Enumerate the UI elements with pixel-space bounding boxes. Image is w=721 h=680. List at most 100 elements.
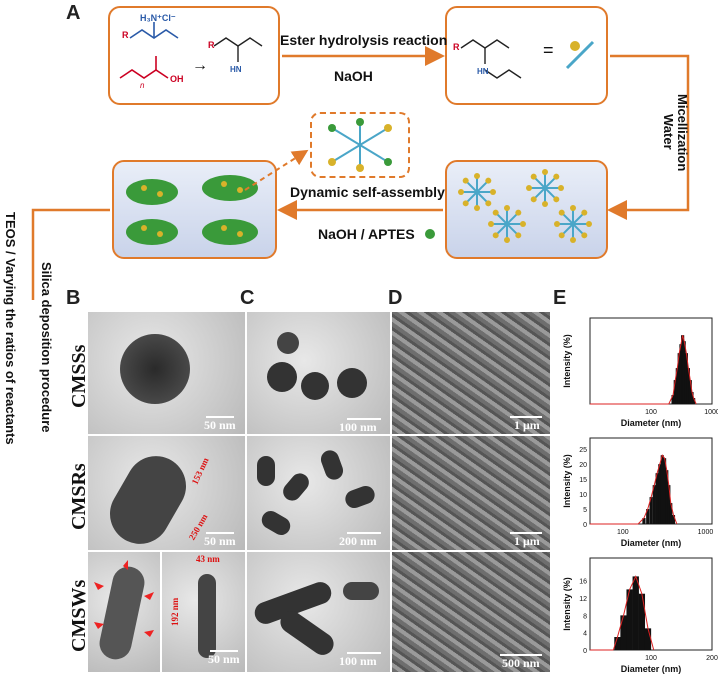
scale-bar-label: 500 nm <box>502 656 540 670</box>
histogram-bar <box>642 518 646 524</box>
scale-bar-label: 200 nm <box>339 534 377 548</box>
x-tick-label: 100 <box>617 529 629 536</box>
y-axis-label: Intensity (%) <box>562 454 572 508</box>
histogram-bar <box>692 398 696 404</box>
tem-low-mag-cmsrs: 200 nm <box>247 436 390 550</box>
tem-zoom-cmsws: 43 nm 192 nm 50 nm <box>162 552 245 672</box>
micelles-illustration <box>458 169 592 243</box>
x-tick-label: 1000 <box>704 409 718 416</box>
y-tick-label: 0 <box>583 648 587 655</box>
histogram-bar <box>632 576 639 650</box>
dimension-length-label: 192 nm <box>170 597 180 626</box>
x-axis-label: Diameter (nm) <box>621 664 682 674</box>
red-arrow-markers <box>94 560 154 637</box>
histogram-bar <box>673 380 677 404</box>
histogram-bar <box>660 455 664 524</box>
histogram-bar <box>688 380 692 404</box>
dimension-width-label: 43 nm <box>196 554 220 564</box>
histogram-bar <box>690 392 694 404</box>
y-tick-label: 16 <box>579 579 587 586</box>
naoh-aptes-label: NaOH / APTES <box>318 226 415 242</box>
svg-text:HN: HN <box>477 67 489 76</box>
panel-letter-b: B <box>66 287 81 309</box>
fit-curve <box>668 335 697 405</box>
y-tick-label: 4 <box>583 631 587 638</box>
svg-text:HN: HN <box>230 65 242 74</box>
panel-letter-c: C <box>240 287 255 309</box>
histogram-bar <box>663 458 667 524</box>
x-tick-label: 100 <box>645 655 657 662</box>
silica-deposition-label: Silica deposition procedure <box>39 262 54 433</box>
plot-frame <box>589 317 713 405</box>
x-tick-label: 1000 <box>698 529 714 536</box>
y-tick-label: 15 <box>579 477 587 484</box>
scale-bar-label: 1 μm <box>514 418 540 432</box>
water-label: Water <box>661 114 676 150</box>
histogram-bar <box>679 344 683 404</box>
histogram-bar <box>686 368 690 404</box>
svg-text:→: → <box>192 57 208 74</box>
histogram-bar <box>652 485 656 524</box>
svg-text:n: n <box>140 81 145 90</box>
naoh-label: NaOH <box>334 68 373 84</box>
sem-image-cmsss: 1 μm <box>392 312 550 434</box>
panel-letter-d: D <box>388 287 403 309</box>
y-axis-label: Intensity (%) <box>562 577 572 631</box>
amphiphile-structure: R HN = <box>453 39 595 79</box>
x-tick-label: 200 <box>706 655 718 662</box>
histogram-bar <box>669 503 673 524</box>
histogram-bar <box>614 637 621 650</box>
svg-text:H₃N⁺Cl⁻: H₃N⁺Cl⁻ <box>140 13 176 23</box>
histogram-bar <box>671 515 676 524</box>
scale-bar-label: 50 nm <box>204 534 236 548</box>
sem-image-cmsrs: 1 μm <box>392 436 550 550</box>
svg-text:R: R <box>208 40 215 50</box>
histogram-bar <box>665 470 669 524</box>
assembled-box <box>112 160 277 259</box>
reactant-structures: R H₃N⁺Cl⁻ OH n → R HN <box>119 13 263 90</box>
y-tick-label: 25 <box>579 447 587 454</box>
ester-hydrolysis-label: Ester hydrolysis reaction <box>280 32 448 48</box>
dimension-width-label: 153 nm <box>189 456 211 486</box>
tem-low-mag-cmsws: 100 nm <box>247 552 390 672</box>
histogram-bar <box>671 395 675 404</box>
reactants-box: R H₃N⁺Cl⁻ OH n → R HN <box>108 6 280 105</box>
panel-letter-a: A <box>66 2 81 24</box>
aptes-dot <box>425 229 435 239</box>
svg-text:R: R <box>453 42 460 52</box>
tem-image-cmsss: 50 nm <box>88 312 245 434</box>
dynamic-micelle-illustration <box>328 118 392 172</box>
scale-bar-label: 100 nm <box>339 654 377 668</box>
amphiphile-head <box>570 41 580 51</box>
fit-curve <box>637 454 678 525</box>
y-tick-label: 8 <box>583 613 587 620</box>
scale-bar-label: 50 nm <box>204 418 236 432</box>
y-tick-label: 10 <box>579 492 587 499</box>
histogram-bar <box>675 368 679 404</box>
scheme-arrows <box>31 46 690 300</box>
histogram-bar <box>682 341 686 404</box>
histogram-bar <box>658 464 662 524</box>
rod-assembly-illustration <box>126 175 258 245</box>
histogram-bar <box>646 509 650 524</box>
histogram-bar <box>667 485 671 524</box>
histogram-bar <box>677 353 681 404</box>
dynamic-self-assembly-label: Dynamic self-assembly <box>290 184 445 200</box>
micelles-box <box>445 160 608 259</box>
scale-bar-label: 1 μm <box>514 534 540 548</box>
tem-low-mag-cmsss: 100 nm <box>247 312 390 434</box>
scale-bar-label: 100 nm <box>339 420 377 434</box>
histogram-bar <box>638 593 646 650</box>
tem-image-cmsws <box>88 552 160 672</box>
panel-letter-e: E <box>553 287 567 309</box>
tem-image-cmsrs: 153 nm 250 nm 50 nm <box>88 436 245 550</box>
scale-bar-label: 50 nm <box>208 652 240 666</box>
histogram-bar <box>684 353 688 404</box>
amphiphile-box: R HN = <box>445 6 608 105</box>
histogram-bar <box>649 497 653 524</box>
y-tick-label: 12 <box>579 596 587 603</box>
fit-curve <box>612 575 655 651</box>
